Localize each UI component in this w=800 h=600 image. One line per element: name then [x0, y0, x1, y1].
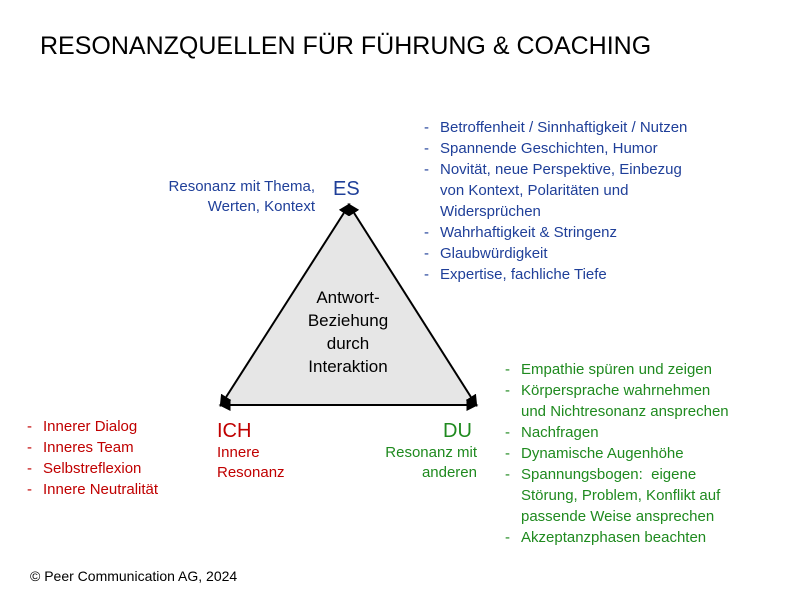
du-list: Empathie spüren und zeigen Körpersprache…	[505, 359, 729, 548]
es-desc-line: Werten, Kontext	[207, 198, 315, 215]
copyright-footer: © Peer Communication AG, 2024	[30, 568, 238, 584]
triangle-edge-right	[347, 202, 478, 408]
ich-list-item: Selbstreflexion	[27, 458, 158, 479]
ich-desc-line: Innere	[217, 444, 260, 461]
ich-desc-line: Resonanz	[217, 464, 285, 481]
es-label: ES	[333, 178, 360, 200]
es-list-item: Glaubwürdigkeit	[424, 243, 687, 264]
center-line: Interaktion	[308, 357, 388, 376]
center-line: Antwort-	[316, 288, 380, 307]
du-list-item: Empathie spüren und zeigen	[505, 359, 729, 380]
ich-list: Innerer Dialog Inneres Team Selbstreflex…	[27, 416, 158, 500]
ich-list-item: Innere Neutralität	[27, 479, 158, 500]
ich-description: Innere Resonanz	[217, 443, 285, 483]
es-list-item: Betroffenheit / Sinnhaftigkeit / Nutzen	[424, 117, 687, 138]
triangle-edge-left	[219, 202, 351, 408]
du-description: Resonanz mit anderen	[355, 443, 477, 483]
es-list: Betroffenheit / Sinnhaftigkeit / Nutzen …	[424, 117, 687, 285]
du-desc-line: Resonanz mit	[385, 444, 477, 461]
du-desc-line: anderen	[421, 464, 477, 481]
center-line: durch	[326, 334, 370, 353]
ich-label: ICH	[217, 420, 252, 442]
es-list-item: Expertise, fachliche Tiefe	[424, 264, 687, 285]
center-line: Beziehung	[307, 311, 389, 330]
page-title: RESONANZQUELLEN FÜR FÜHRUNG & COACHING	[40, 32, 652, 60]
es-list-item: Wahrhaftigkeit & Stringenz	[424, 222, 687, 243]
es-description: Resonanz mit Thema, Werten, Kontext	[120, 177, 315, 217]
triangle-center-label: Antwort- Beziehung durch Interaktion	[288, 286, 408, 378]
du-label: DU	[443, 420, 472, 442]
du-list-item: Dynamische Augenhöhe	[505, 443, 729, 464]
du-list-item: Nachfragen	[505, 422, 729, 443]
du-list-item: Akzeptanzphasen beachten	[505, 527, 729, 548]
ich-list-item: Innerer Dialog	[27, 416, 158, 437]
ich-list-item: Inneres Team	[27, 437, 158, 458]
es-desc-line: Resonanz mit Thema,	[168, 178, 315, 195]
es-list-item: Spannende Geschichten, Humor	[424, 138, 687, 159]
